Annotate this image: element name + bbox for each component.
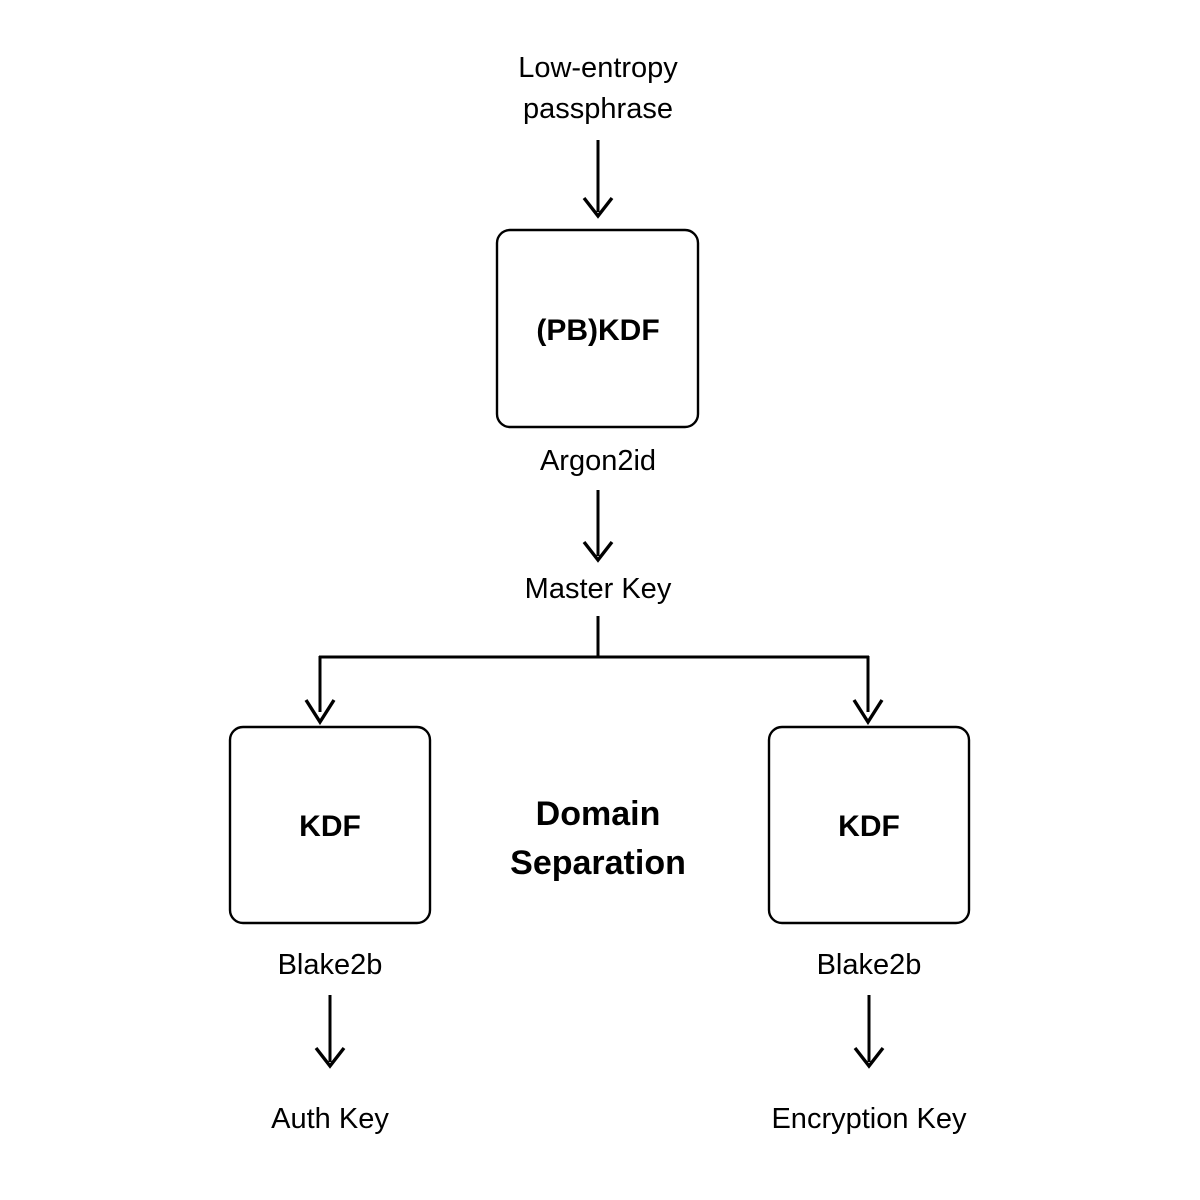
input-passphrase-label-line2: passphrase (523, 93, 673, 125)
right-kdf-algorithm-caption: Blake2b (817, 949, 922, 981)
left-kdf-box-label: KDF (299, 810, 361, 843)
master-key-fork (304, 616, 884, 726)
auth-key-label: Auth Key (271, 1103, 389, 1135)
left-kdf-box-shape (228, 725, 432, 925)
pbkdf-box-shape (495, 228, 700, 429)
right-kdf-box-label: KDF (838, 810, 900, 843)
pbkdf-algorithm-caption: Argon2id (540, 445, 656, 477)
right-kdf-box-shape (767, 725, 971, 925)
domain-separation-label-line1: Domain (536, 795, 661, 833)
input-passphrase-label-line1: Low-entropy (518, 52, 678, 84)
arrow-passphrase-to-pbkdf (582, 140, 614, 219)
arrow-pbkdf-to-master-key (582, 490, 614, 563)
pbkdf-box-label: (PB)KDF (536, 314, 659, 347)
master-key-label: Master Key (525, 573, 672, 605)
left-kdf-node[interactable]: KDF (228, 725, 432, 925)
left-kdf-algorithm-caption: Blake2b (278, 949, 383, 981)
arrow-right-kdf-to-encryption-key (853, 995, 885, 1069)
arrowhead-right-branch (852, 699, 884, 726)
arrowhead-left-branch (304, 699, 336, 726)
encryption-key-label: Encryption Key (771, 1103, 967, 1135)
right-kdf-node[interactable]: KDF (767, 725, 971, 925)
arrow-left-kdf-to-auth-key (314, 995, 346, 1069)
pbkdf-node[interactable]: (PB)KDF (495, 228, 700, 429)
domain-separation-label-line2: Separation (510, 844, 686, 882)
